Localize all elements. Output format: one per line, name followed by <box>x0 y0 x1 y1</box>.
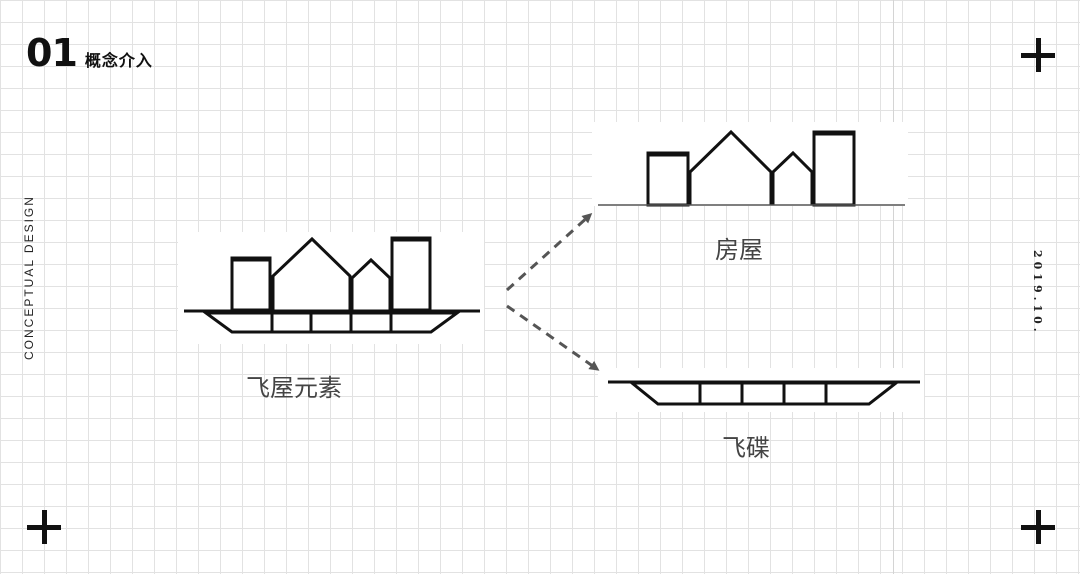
arrows <box>505 212 600 371</box>
source-house-small <box>350 257 392 310</box>
label-saucer: 飞碟 <box>722 434 770 462</box>
source-building-right <box>390 236 432 312</box>
corner-plus-top-right <box>1021 38 1055 72</box>
source-house-large <box>271 236 352 310</box>
section-heading: 01 概念介入 <box>26 34 153 72</box>
section-number: 01 <box>26 31 78 75</box>
source-figure-panel <box>178 232 484 344</box>
grid-divider-line <box>893 0 894 574</box>
house-gable-small <box>771 150 814 205</box>
house-building-right <box>812 130 856 207</box>
corner-plus-bottom-left <box>27 510 61 544</box>
source-building-left <box>230 256 272 312</box>
arrow-to-saucer <box>506 304 600 371</box>
house-gable-large <box>688 129 773 205</box>
house-building-left <box>646 151 690 207</box>
label-house: 房屋 <box>715 236 763 264</box>
saucer-hull <box>627 381 901 406</box>
flying-house-figure <box>184 236 480 334</box>
section-title: 概念介入 <box>84 51 153 70</box>
corner-plus-bottom-right <box>1021 510 1055 544</box>
label-source: 飞屋元素 <box>246 374 342 402</box>
arrow-to-house <box>505 212 593 292</box>
source-saucer-hull <box>201 311 462 334</box>
house-figure <box>598 129 905 207</box>
saucer-figure <box>608 380 920 406</box>
